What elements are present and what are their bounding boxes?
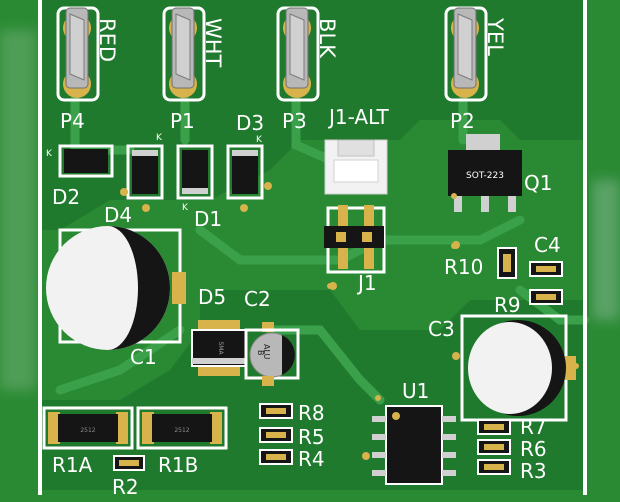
p1-ref-label: P1 xyxy=(170,109,195,133)
r9-ref-label: R9 xyxy=(494,293,521,317)
c2-body-text-line1: ALU xyxy=(262,344,271,360)
p4-color-label: RED xyxy=(95,18,119,62)
p2-ref-label: P2 xyxy=(450,109,475,133)
resistor-r1b[interactable]: 2512 R1B xyxy=(136,406,228,477)
r1b-body-text: 2512 xyxy=(174,427,189,434)
resistor-r5[interactable]: R5 xyxy=(259,425,325,449)
q1-package-label: SOT-223 xyxy=(466,171,504,181)
resistor-r1a[interactable]: 2512 R1A xyxy=(42,406,134,477)
diode-d3[interactable]: K D3 xyxy=(226,111,272,212)
connector-p2[interactable]: YEL P2 xyxy=(444,6,507,133)
d2-cathode-mark: K xyxy=(46,149,53,159)
p2-color-label: YEL xyxy=(483,17,507,56)
right-blur-region xyxy=(592,180,620,320)
resistor-r7[interactable]: R7 xyxy=(477,415,547,439)
r1a-body-text: 2512 xyxy=(80,427,95,434)
r2-ref-label: R2 xyxy=(112,475,139,499)
connector-p3[interactable]: BLK P3 xyxy=(276,6,339,133)
c4-ref-label: C4 xyxy=(534,233,561,257)
d4-cathode-mark: K xyxy=(156,133,163,143)
r1b-ref-label: R1B xyxy=(158,453,198,477)
resistor-r4[interactable]: R4 xyxy=(259,447,325,471)
resistor-r2[interactable]: R2 xyxy=(112,455,145,499)
u1-ref-label: U1 xyxy=(402,379,429,403)
c2-ref-label: C2 xyxy=(244,287,271,311)
r10-ref-label: R10 xyxy=(444,255,483,279)
r3-ref-label: R3 xyxy=(520,459,547,483)
resistor-r6[interactable]: R6 xyxy=(477,437,547,461)
capacitor-c1[interactable]: C1 xyxy=(46,226,186,369)
diode-d2[interactable]: K D2 xyxy=(46,144,114,209)
r8-ref-label: R8 xyxy=(298,401,325,425)
r1a-ref-label: R1A xyxy=(52,453,93,477)
trace-p3 xyxy=(291,95,335,165)
connector-p1[interactable]: WHT P1 xyxy=(162,6,225,133)
d3-cathode-mark: K xyxy=(256,135,263,145)
diode-d1[interactable]: K D1 xyxy=(176,144,222,231)
d4-ref-label: D4 xyxy=(104,203,132,227)
d5-body-text: SMA xyxy=(217,341,224,355)
d2-ref-label: D2 xyxy=(52,185,80,209)
r6-ref-label: R6 xyxy=(520,437,547,461)
d1-ref-label: D1 xyxy=(194,207,222,231)
p4-ref-label: P4 xyxy=(60,109,85,133)
d3-ref-label: D3 xyxy=(236,111,264,135)
p3-ref-label: P3 xyxy=(282,109,307,133)
c2-body-text-line2: B xyxy=(256,350,265,356)
connector-j1-alt[interactable]: J1-ALT xyxy=(324,105,389,195)
c1-ref-label: C1 xyxy=(130,345,157,369)
trace-mid xyxy=(195,215,525,265)
connector-j1[interactable]: J1 xyxy=(324,205,386,295)
capacitor-c3[interactable]: C3 xyxy=(428,314,576,422)
connector-p4[interactable]: RED P4 xyxy=(56,6,119,133)
capacitor-c2[interactable]: C2 ALU B xyxy=(244,287,300,386)
q1-ref-label: Q1 xyxy=(524,171,552,195)
resistor-r3[interactable]: R3 xyxy=(477,459,547,483)
j1-ref-label: J1 xyxy=(356,271,377,295)
board-outline xyxy=(38,0,587,495)
capacitor-c4[interactable]: C4 xyxy=(529,233,563,277)
d1-cathode-mark: K xyxy=(182,203,189,213)
diode-d4[interactable]: K D4 xyxy=(104,133,164,227)
j1-alt-ref-label: J1-ALT xyxy=(327,105,389,129)
p3-color-label: BLK xyxy=(315,18,339,59)
resistor-r8[interactable]: R8 xyxy=(259,401,325,425)
d5-ref-label: D5 xyxy=(198,285,226,309)
resistor-r10[interactable]: R10 xyxy=(444,247,517,279)
p1-color-label: WHT xyxy=(201,18,225,68)
r4-ref-label: R4 xyxy=(298,447,325,471)
r5-ref-label: R5 xyxy=(298,425,325,449)
c3-ref-label: C3 xyxy=(428,317,455,341)
r7-ref-label: R7 xyxy=(520,415,547,439)
resistor-r9[interactable]: R9 xyxy=(494,289,563,317)
via-group xyxy=(327,193,579,401)
ic-u1[interactable]: U1 xyxy=(362,379,456,485)
left-blur-region xyxy=(0,30,36,390)
